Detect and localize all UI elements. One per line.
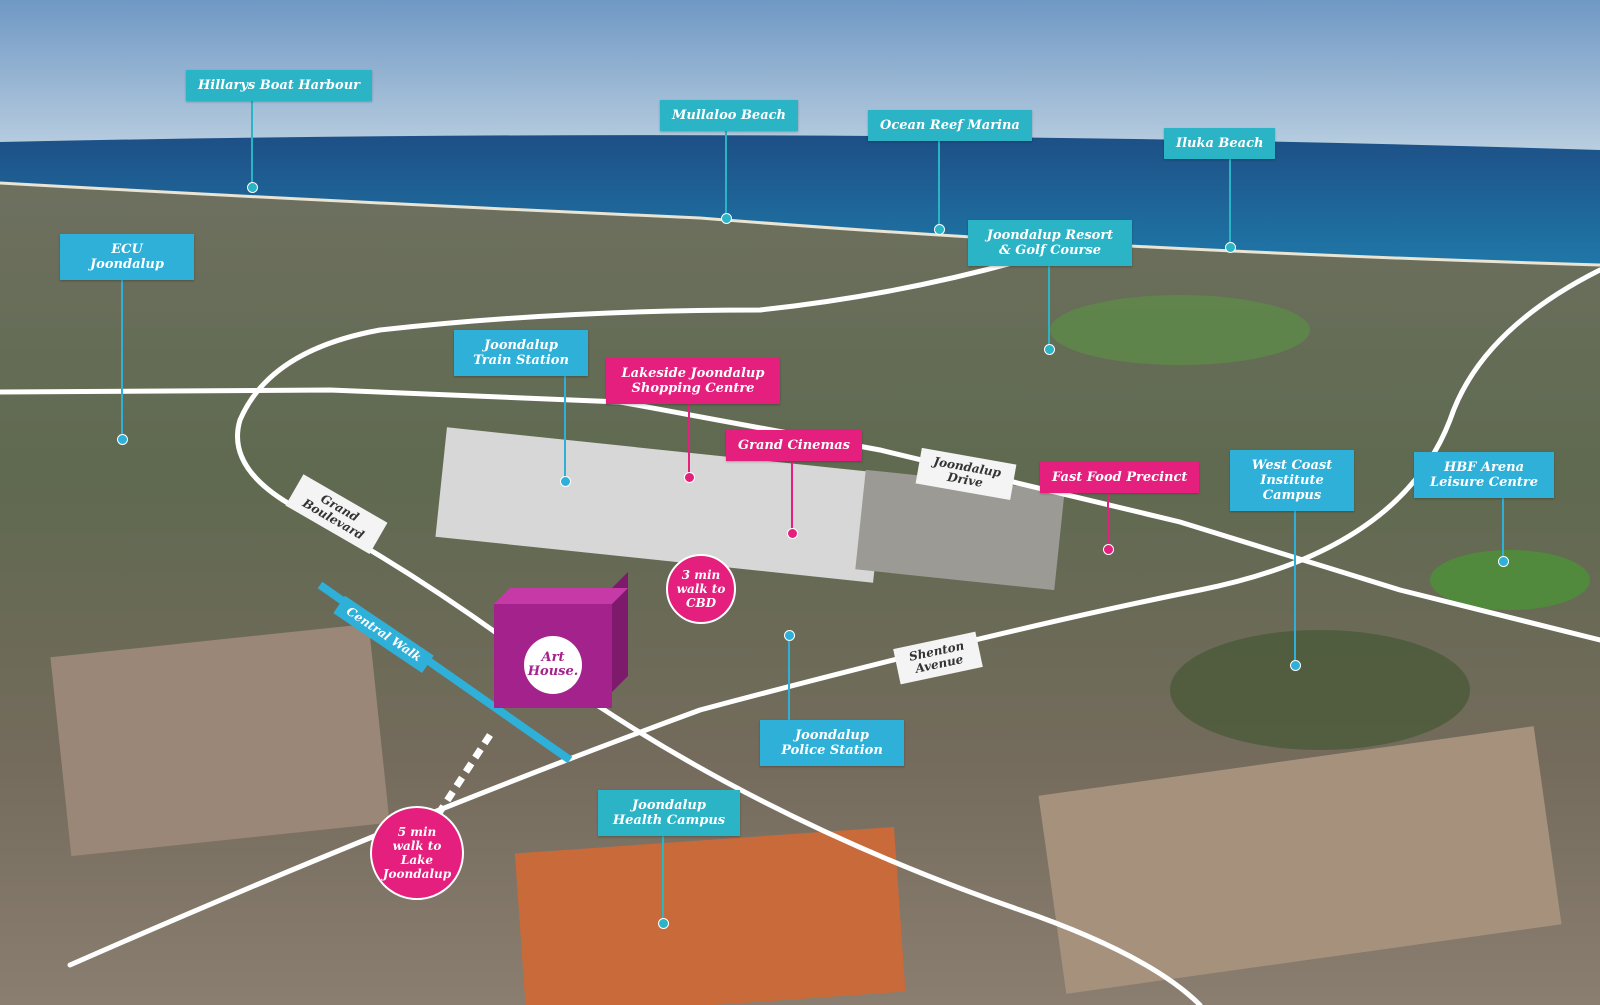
label-ecu-joondalup: ECU Joondalup bbox=[60, 234, 194, 280]
pin-dot-mullaloo bbox=[721, 213, 732, 224]
label-west-coast-institute: West Coast Institute Campus bbox=[1230, 450, 1354, 511]
logo-text-line2: House. bbox=[527, 664, 579, 679]
label-grand-cinemas: Grand Cinemas bbox=[726, 430, 862, 461]
pin-dot-train bbox=[560, 476, 571, 487]
residential-blocks bbox=[1038, 726, 1562, 994]
label-ocean-reef-marina: Ocean Reef Marina bbox=[868, 110, 1032, 141]
walk-badge-cbd: 3 min walk to CBD bbox=[666, 554, 736, 624]
label-text-line1: Joondalup bbox=[484, 338, 558, 353]
label-hillarys-boat-harbour: Hillarys Boat Harbour bbox=[186, 70, 372, 101]
label-text-line1: Joondalup Resort bbox=[986, 228, 1114, 243]
label-text: Iluka Beach bbox=[1176, 136, 1264, 151]
label-joondalup-resort: Joondalup Resort & Golf Course bbox=[968, 220, 1132, 266]
pin-cinemas bbox=[791, 454, 793, 532]
label-text: Grand Cinemas bbox=[738, 438, 850, 453]
pin-lakeside bbox=[688, 400, 690, 476]
car-parks bbox=[855, 469, 1065, 591]
pin-dot-hillarys bbox=[247, 182, 258, 193]
walk-text-line2: walk to bbox=[392, 839, 442, 853]
pin-dot-lakeside bbox=[684, 472, 695, 483]
pin-ecu bbox=[121, 278, 123, 438]
label-hbf-arena: HBF Arena Leisure Centre bbox=[1414, 452, 1554, 498]
label-text-line2: Shopping Centre bbox=[631, 381, 755, 396]
label-text-line1: West Coast bbox=[1251, 458, 1333, 473]
label-iluka-beach: Iluka Beach bbox=[1164, 128, 1276, 159]
pin-fastfood bbox=[1107, 486, 1109, 548]
pin-dot-cinemas bbox=[787, 528, 798, 539]
label-joondalup-police-station: Joondalup Police Station bbox=[760, 720, 904, 766]
label-mullaloo-beach: Mullaloo Beach bbox=[660, 100, 798, 131]
label-text: Mullaloo Beach bbox=[672, 108, 786, 123]
label-joondalup-train-station: Joondalup Train Station bbox=[454, 330, 588, 376]
route-grand-boulevard-line bbox=[235, 255, 1203, 1005]
pin-dot-iluka bbox=[1225, 242, 1236, 253]
label-text-line1: Joondalup bbox=[795, 728, 869, 743]
walk-text-line1: 3 min bbox=[681, 568, 721, 582]
label-joondalup-health-campus: Joondalup Health Campus bbox=[598, 790, 740, 836]
label-lakeside-joondalup: Lakeside Joondalup Shopping Centre bbox=[606, 358, 780, 404]
bushland bbox=[1170, 630, 1470, 750]
label-text-line2: Health Campus bbox=[612, 813, 726, 828]
walk-badge-lake: 5 min walk to Lake Joondalup bbox=[370, 806, 464, 900]
pin-mullaloo bbox=[725, 130, 727, 218]
pin-hbf bbox=[1502, 488, 1504, 560]
pin-dot-resort bbox=[1044, 344, 1055, 355]
pin-resort bbox=[1048, 258, 1050, 348]
pin-dot-fastfood bbox=[1103, 544, 1114, 555]
pin-dot-hbf bbox=[1498, 556, 1509, 567]
ocean bbox=[0, 135, 1600, 265]
pin-dot-health bbox=[658, 918, 669, 929]
walk-text-line3: CBD bbox=[685, 596, 717, 610]
label-text: Hillarys Boat Harbour bbox=[198, 78, 360, 93]
label-text-line2: Train Station bbox=[473, 353, 569, 368]
art-house-cube-top bbox=[494, 588, 628, 604]
walk-text-line1: 5 min bbox=[397, 825, 437, 839]
label-fast-food-precinct: Fast Food Precinct bbox=[1040, 462, 1200, 493]
label-text-line1: Joondalup bbox=[632, 798, 706, 813]
pin-iluka bbox=[1229, 158, 1231, 248]
label-text-line2: Institute bbox=[1260, 473, 1324, 488]
label-text: Ocean Reef Marina bbox=[880, 118, 1020, 133]
label-text: Fast Food Precinct bbox=[1052, 470, 1188, 485]
pin-ocean-reef bbox=[938, 140, 940, 230]
playing-field bbox=[1430, 550, 1590, 610]
label-text-line1: HBF Arena bbox=[1443, 460, 1525, 475]
pin-dot-police bbox=[784, 630, 795, 641]
pin-health bbox=[662, 830, 664, 922]
label-text-line1: Lakeside Joondalup bbox=[621, 366, 765, 381]
pin-hillarys bbox=[251, 100, 253, 186]
label-text-line3: Campus bbox=[1262, 488, 1322, 503]
route-joondalup-drive-line bbox=[0, 387, 1600, 643]
pin-train bbox=[564, 372, 566, 480]
pin-dot-ocean-reef bbox=[934, 224, 945, 235]
health-campus-roofs bbox=[514, 826, 906, 1005]
logo-text-line1: Art bbox=[541, 650, 565, 665]
label-text-line2: Joondalup bbox=[90, 257, 164, 272]
pin-dot-ecu bbox=[117, 434, 128, 445]
label-text-line1: ECU bbox=[111, 242, 143, 257]
pin-dot-wci bbox=[1290, 660, 1301, 671]
label-text-line2: Leisure Centre bbox=[1430, 475, 1538, 490]
art-house-marker: Art House. bbox=[494, 572, 628, 708]
pin-police bbox=[788, 634, 790, 730]
art-house-logo: Art House. bbox=[524, 636, 582, 694]
walk-text-line3: Lake bbox=[400, 853, 434, 867]
art-house-cube-front: Art House. bbox=[494, 604, 612, 708]
city-blocks bbox=[50, 623, 390, 857]
walk-text-line4: Joondalup bbox=[382, 867, 452, 881]
label-text-line2: & Golf Course bbox=[998, 243, 1101, 258]
pin-wci bbox=[1294, 504, 1296, 664]
shopping-centre-roofs bbox=[435, 427, 885, 583]
walk-text-line2: walk to bbox=[676, 582, 726, 596]
golf-course bbox=[1050, 295, 1310, 365]
label-text-line2: Police Station bbox=[781, 743, 883, 758]
